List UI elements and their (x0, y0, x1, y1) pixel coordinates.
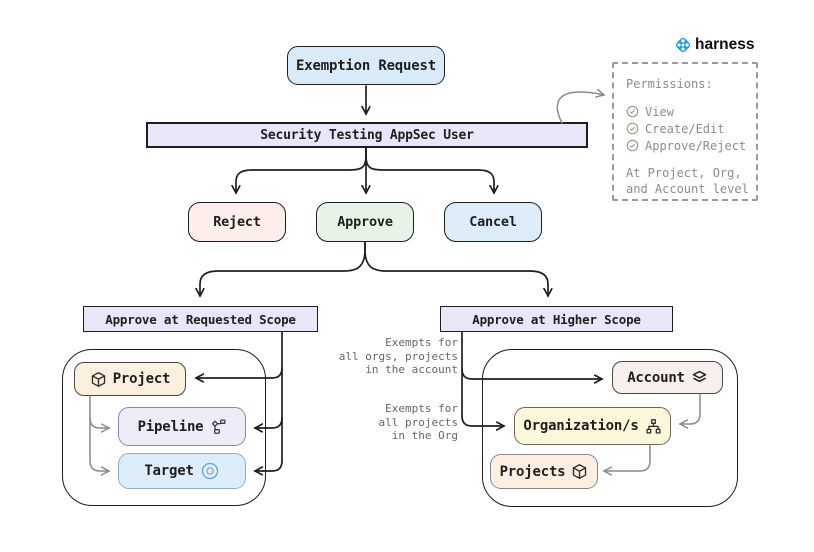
project-node: Project (74, 362, 186, 396)
check-circle-icon (626, 139, 639, 152)
pipeline-node: Pipeline (118, 407, 246, 446)
cancel-label: Cancel (469, 214, 517, 230)
permission-create-edit-label: Create/Edit (645, 121, 725, 136)
layers-icon (692, 370, 707, 383)
permissions-title: Permissions: (626, 77, 713, 91)
exemption-request-label: Exemption Request (296, 57, 436, 74)
reject-label: Reject (213, 214, 261, 230)
project-label: Project (112, 371, 171, 387)
approve-label: Approve (337, 214, 393, 230)
reject-node: Reject (188, 202, 286, 242)
higher-scope-label: Approve at Higher Scope (472, 311, 641, 327)
check-circle-icon (626, 122, 639, 135)
permissions-panel: Permissions: View Create/Edit Approve/Re… (612, 62, 758, 201)
projects-node: Projects (490, 454, 598, 489)
organizations-node: Organization/s (514, 407, 671, 445)
requested-scope-label: Approve at Requested Scope (105, 311, 296, 327)
package-icon (573, 464, 587, 479)
brand-name: harness (695, 36, 755, 53)
workflow-icon (212, 419, 226, 434)
pipeline-label: Pipeline (137, 418, 204, 435)
package-icon (91, 371, 105, 387)
target-icon (201, 462, 218, 480)
approve-node: Approve (316, 202, 414, 242)
permission-item-approve-reject: Approve/Reject (626, 137, 756, 154)
permission-item-view: View (626, 103, 756, 120)
cancel-node: Cancel (444, 202, 542, 242)
higher-scope-container (482, 349, 738, 507)
appsec-user-node: Security Testing AppSec User (146, 122, 588, 148)
exemption-request-node: Exemption Request (287, 46, 445, 85)
permission-item-create-edit: Create/Edit (626, 120, 756, 137)
higher-scope-node: Approve at Higher Scope (440, 306, 673, 332)
organizations-label: Organization/s (523, 418, 639, 434)
projects-label: Projects (499, 463, 566, 480)
account-label: Account (627, 369, 685, 386)
org-chart-icon (646, 418, 661, 434)
permissions-footer: At Project, Org, and Account level (626, 166, 749, 196)
harness-logo: harness (674, 36, 754, 54)
check-circle-icon (626, 105, 639, 118)
permission-approve-reject-label: Approve/Reject (645, 138, 747, 153)
account-scope-note: Exempts for all orgs, projects in the ac… (338, 336, 458, 376)
org-scope-note: Exempts for all projects in the Org (378, 402, 458, 442)
permission-view-label: View (645, 104, 674, 119)
target-label: Target (144, 463, 194, 479)
account-node: Account (612, 361, 723, 394)
appsec-user-label: Security Testing AppSec User (260, 127, 474, 143)
requested-scope-node: Approve at Requested Scope (83, 306, 318, 332)
harness-icon (675, 37, 691, 53)
target-node: Target (118, 453, 246, 489)
